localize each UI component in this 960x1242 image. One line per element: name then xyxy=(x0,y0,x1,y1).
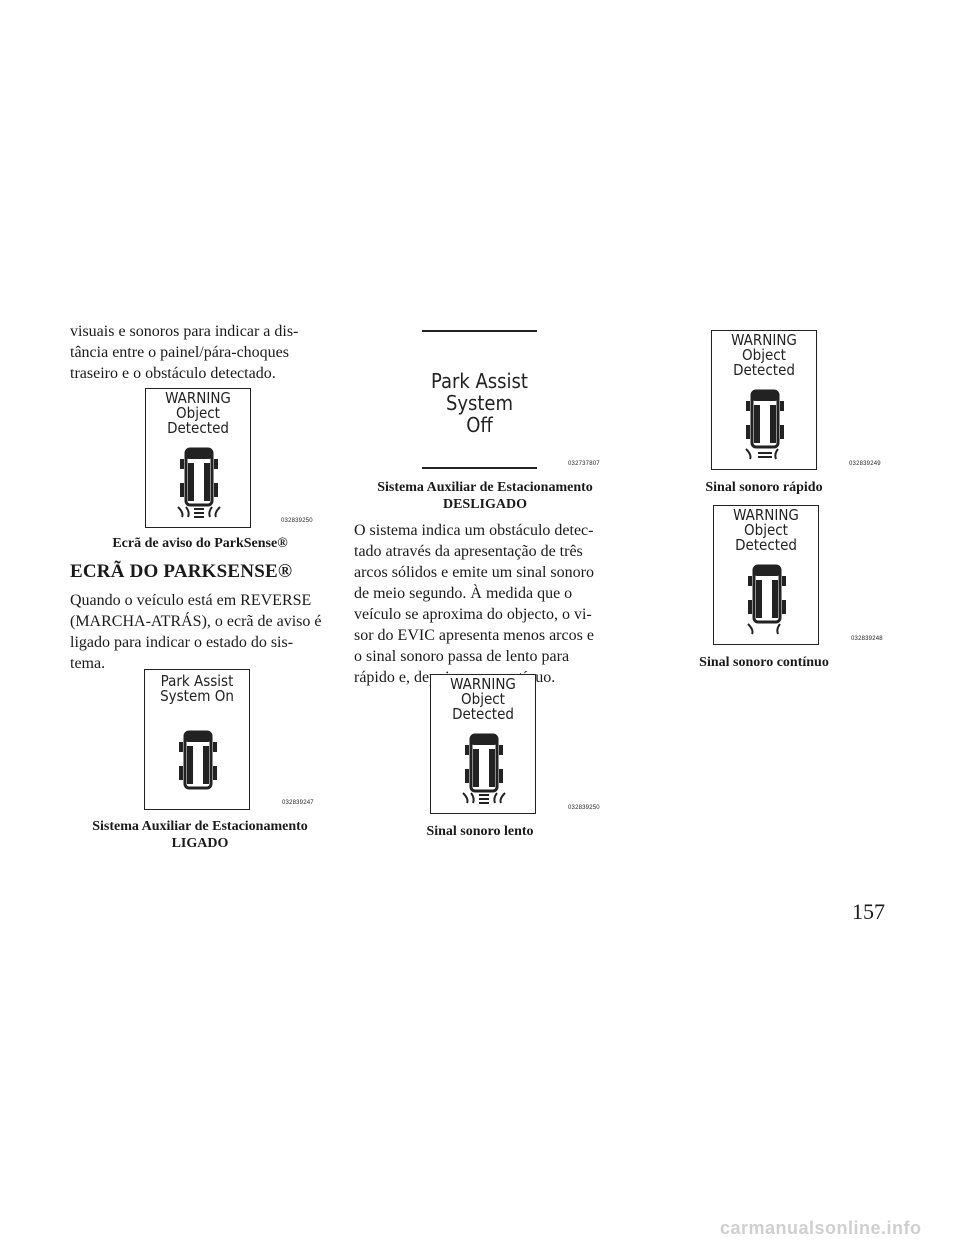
vehicle-icon xyxy=(745,389,784,460)
figure-code: 032737807 xyxy=(568,461,600,467)
section-paragraph: Quando o veículo está em REVERSE (MARCHA… xyxy=(70,592,322,672)
figure-system-off: Park Assist System Off 032737807 xyxy=(422,330,622,472)
display-line: WARNING xyxy=(165,389,231,407)
page-number: 157 xyxy=(852,899,885,924)
system-paragraph: O sistema indica um obstáculo detec- tad… xyxy=(354,522,594,686)
caption-line: DESLIGADO xyxy=(442,497,528,512)
figure-warning-screen: WARNING Object Detected 032839250 xyxy=(145,388,345,528)
bottom-rule xyxy=(422,467,537,469)
vehicle-icon xyxy=(747,564,786,635)
section-heading: ECRÃ DO PARKSENSE® xyxy=(70,561,293,582)
figure-fast-beep: WARNING Object Detected 032839249 xyxy=(711,330,911,472)
display-line: WARNING xyxy=(731,331,797,349)
display-screen: WARNING Object Detected xyxy=(713,505,819,645)
display-line: Detected xyxy=(733,361,795,379)
display-line: Object xyxy=(176,404,220,422)
intro-paragraph: visuais e sonoros para indicar a dis- tâ… xyxy=(70,323,299,382)
watermark[interactable]: carmanualsonline.info xyxy=(720,1218,922,1238)
display-line: Object xyxy=(744,521,788,539)
figure-caption: Sinal sonoro lento xyxy=(426,824,534,839)
display-text: WARNING Object Detected xyxy=(712,333,816,378)
figure-caption: Sistema Auxiliar de Estacionamento LIGAD… xyxy=(60,818,340,852)
figure-caption: Sinal sonoro contínuo xyxy=(699,655,829,670)
display-line: Detected xyxy=(167,419,229,437)
display-line: WARNING xyxy=(450,675,516,693)
figure-code: 032839250 xyxy=(568,805,600,811)
figure-code: 032839249 xyxy=(849,461,881,467)
display-screen: WARNING Object Detected xyxy=(430,674,536,814)
display-line: Off xyxy=(466,413,493,437)
caption-line: Sistema Auxiliar de Estacionamento xyxy=(92,819,308,834)
display-line: WARNING xyxy=(733,506,799,524)
display-text: WARNING Object Detected xyxy=(146,391,250,436)
display-line: Park Assist xyxy=(160,672,234,690)
display-screen: WARNING Object Detected xyxy=(145,388,251,528)
display-line: Detected xyxy=(735,536,797,554)
vehicle-icon xyxy=(462,733,506,804)
figure-code: 032839247 xyxy=(282,800,314,806)
figure-caption: Sinal sonoro rápido xyxy=(705,480,823,495)
figure-slow-beep: WARNING Object Detected 032839250 xyxy=(430,674,630,816)
display-line: Detected xyxy=(452,705,514,723)
display-line: Park Assist xyxy=(431,369,528,393)
display-text: Park Assist System On xyxy=(145,674,249,704)
figure-code: 032839250 xyxy=(281,518,313,524)
display-text: WARNING Object Detected xyxy=(431,677,535,722)
figure-code: 032839248 xyxy=(851,636,883,642)
figure-caption: Sistema Auxiliar de Estacionamento DESLI… xyxy=(345,479,625,513)
display-line: Object xyxy=(461,690,505,708)
figure-caption: Ecrã de aviso do ParkSense® xyxy=(112,536,288,551)
figure-continuous-beep: WARNING Object Detected 032839248 xyxy=(713,505,913,647)
display-line: System xyxy=(445,391,514,415)
display-line: Object xyxy=(742,346,786,364)
caption-line: Sistema Auxiliar de Estacionamento xyxy=(377,480,593,495)
vehicle-icon xyxy=(179,730,217,790)
vehicle-icon xyxy=(177,447,221,518)
display-text: Park Assist System Off xyxy=(422,370,537,436)
figure-system-on: Park Assist System On 032839247 xyxy=(144,669,344,811)
display-line: System On xyxy=(160,687,234,705)
caption-line: LIGADO xyxy=(171,836,229,851)
display-text: WARNING Object Detected xyxy=(714,508,818,553)
display-screen: WARNING Object Detected xyxy=(711,330,817,470)
display-screen: Park Assist System On xyxy=(144,669,250,810)
top-rule xyxy=(422,330,537,332)
